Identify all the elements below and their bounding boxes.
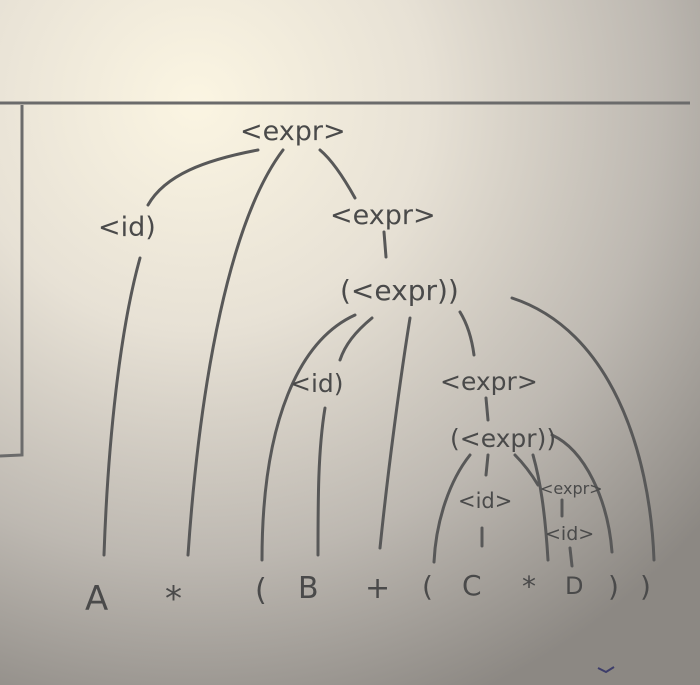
edge-id-D bbox=[568, 546, 574, 568]
edge-paren2-id bbox=[484, 453, 490, 477]
edge-root-star bbox=[186, 148, 285, 557]
edge-paren-expr bbox=[458, 310, 476, 357]
node-id-mid: <id) bbox=[290, 369, 344, 398]
leaf-star-2: * bbox=[522, 570, 536, 603]
tree-nodes: <expr> <id) <expr> (<expr)) <id) <expr> … bbox=[98, 116, 603, 545]
edge-star-extra bbox=[531, 453, 550, 562]
node-paren-expr: (<expr)) bbox=[340, 274, 459, 307]
leaf-b: B bbox=[298, 571, 319, 606]
node-expr-inner: <expr> bbox=[440, 367, 538, 396]
leaf-c: C bbox=[462, 569, 482, 602]
tree-edges bbox=[102, 148, 656, 568]
leaf-row: A * ( B + ( C * D ) ) bbox=[85, 569, 651, 619]
edge-paren-lparen bbox=[260, 313, 357, 562]
node-expr-small: <expr> bbox=[540, 479, 603, 498]
margin-box-line bbox=[0, 105, 24, 458]
edge-paren-plus bbox=[378, 316, 412, 550]
leaf-lparen-2: ( bbox=[422, 570, 433, 603]
edge-paren-rparen bbox=[510, 296, 656, 562]
edge-root-id bbox=[146, 148, 260, 207]
edge-paren2-star bbox=[513, 453, 540, 487]
leaf-a: A bbox=[85, 579, 108, 619]
node-root-expr: <expr> bbox=[240, 116, 346, 147]
leaf-star-1: * bbox=[165, 579, 182, 619]
edge-paren2-lparen bbox=[432, 453, 472, 564]
node-id-c: <id> bbox=[458, 489, 512, 513]
node-id-left: <id) bbox=[98, 212, 156, 243]
pencil-mark bbox=[597, 666, 615, 674]
leaf-rparen-1: ) bbox=[608, 570, 619, 603]
edge-id-B bbox=[316, 406, 327, 557]
edge-expr-paren2 bbox=[484, 396, 490, 422]
edge-paren2-rparen bbox=[550, 433, 614, 554]
node-expr-right: <expr> bbox=[330, 200, 436, 231]
leaf-lparen-1: ( bbox=[255, 573, 267, 608]
edge-root-expr bbox=[318, 148, 357, 200]
edge-id-A bbox=[102, 256, 142, 557]
leaf-rparen-2: ) bbox=[640, 570, 651, 603]
leaf-plus: + bbox=[365, 571, 390, 606]
node-paren-expr-inner: (<expr)) bbox=[450, 424, 556, 453]
node-id-d: <id> bbox=[545, 523, 594, 545]
edge-expr-paren bbox=[382, 230, 388, 259]
edge-paren-id bbox=[338, 316, 374, 362]
leaf-d: D bbox=[565, 572, 583, 600]
